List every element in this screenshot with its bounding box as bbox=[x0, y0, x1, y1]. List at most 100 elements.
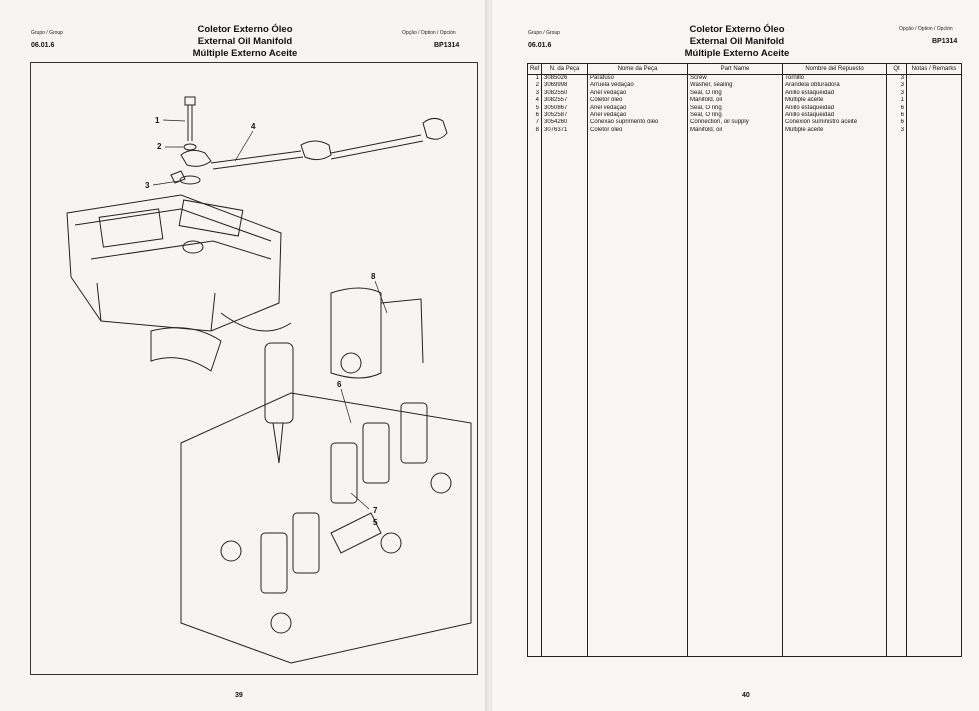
group-label: Grupo / Group bbox=[31, 30, 63, 36]
title-line-pt: Coletor Externo Óleo bbox=[197, 24, 293, 35]
left-page: Grupo / Group 06.01.6 Coletor Externo Ól… bbox=[0, 0, 485, 711]
cell-name-pt: Coletor óleo bbox=[587, 126, 688, 135]
page-title: Coletor Externo Óleo External Oil Manifo… bbox=[150, 24, 340, 60]
page-number: 40 bbox=[742, 692, 750, 699]
cell-qty: 3 bbox=[886, 126, 907, 135]
cell-name-en: Seal, O ring bbox=[687, 112, 783, 120]
col-header-part-number: N. da Peça bbox=[541, 63, 588, 75]
col-header-name-pt: Nome da Peça bbox=[587, 63, 688, 75]
table-row: 2 3069998 Arruela vedação Washer, sealin… bbox=[527, 82, 962, 90]
table-row: 7 3054260 Conexão suprimento óleo Connec… bbox=[527, 119, 962, 127]
page-number: 39 bbox=[235, 692, 243, 699]
title-line-es: Múltiple Externo Aceite bbox=[684, 48, 790, 59]
option-code: BP1314 bbox=[434, 42, 460, 49]
option-code: BP1314 bbox=[932, 38, 958, 45]
title-line-en: External Oil Manifold bbox=[689, 36, 785, 47]
callout-2: 2 bbox=[157, 142, 162, 151]
rail-connector bbox=[330, 287, 382, 379]
head-base bbox=[180, 392, 472, 664]
cell-name-en: Screw bbox=[687, 74, 783, 83]
cell-ref: 5 bbox=[527, 104, 542, 113]
cell-name-en: Manifold, oil bbox=[687, 97, 783, 105]
option-label: Opção / Option / Opción bbox=[402, 30, 456, 36]
exploded-diagram: 1 2 3 4 5 6 7 8 bbox=[30, 62, 478, 675]
cell-remarks bbox=[906, 112, 962, 120]
cell-name-en: Washer, sealing bbox=[687, 82, 783, 90]
group-label: Grupo / Group bbox=[528, 30, 560, 36]
table-row: 1 3085026 Parafuso Screw Tornillo 3 bbox=[527, 74, 962, 83]
manifold-bracket-2 bbox=[300, 140, 332, 161]
cell-remarks bbox=[906, 82, 962, 90]
cell-part-number: 3085026 bbox=[541, 74, 588, 83]
option-label: Opção / Option / Opción bbox=[899, 26, 953, 32]
table-row: 5 3050867 Anel vedação Seal, O ring Anil… bbox=[527, 104, 962, 113]
cell-part-number: 3050867 bbox=[541, 104, 588, 113]
cell-ref: 1 bbox=[527, 74, 542, 83]
callout-7: 7 bbox=[373, 506, 378, 515]
cell-qty: 1 bbox=[886, 97, 907, 105]
table-row: 4 3082557 Coletor óleo Manifold, oil Múl… bbox=[527, 97, 962, 105]
cell-name-es: Tornillo bbox=[782, 74, 887, 83]
callout-1: 1 bbox=[155, 116, 160, 125]
cell-remarks bbox=[906, 89, 962, 98]
page-title: Coletor Externo Óleo External Oil Manifo… bbox=[642, 24, 832, 60]
cell-part-number: 3069998 bbox=[541, 82, 588, 90]
cell-ref: 7 bbox=[527, 119, 542, 127]
cell-part-number: 3076371 bbox=[541, 126, 588, 135]
table-row: 8 3076371 Coletor óleo Manifold, oil Múl… bbox=[527, 126, 962, 135]
cell-qty: 3 bbox=[886, 82, 907, 90]
col-header-ref: Ref bbox=[527, 63, 542, 75]
engine-illustration: 1 2 3 4 5 6 7 8 bbox=[66, 96, 472, 664]
cell-name-es: Múltiple aceite bbox=[782, 126, 887, 135]
callout-6: 6 bbox=[337, 380, 342, 389]
cylinder-head bbox=[66, 194, 282, 332]
cell-ref: 8 bbox=[527, 126, 542, 135]
cell-part-number: 3082557 bbox=[541, 97, 588, 105]
cell-ref: 4 bbox=[527, 97, 542, 105]
title-line-en: External Oil Manifold bbox=[197, 36, 293, 47]
col-header-qty: Qt bbox=[886, 63, 907, 75]
cell-part-number: 3052587 bbox=[541, 112, 588, 120]
table-row: 6 3052587 Anel vedação Seal, O ring Anil… bbox=[527, 112, 962, 120]
oil-supply-connection bbox=[330, 512, 382, 554]
group-code: 06.01.6 bbox=[31, 42, 55, 49]
valve-springs bbox=[260, 402, 428, 594]
cell-name-es: Anillo estaqueidad bbox=[782, 89, 887, 98]
cell-qty: 3 bbox=[886, 89, 907, 98]
callout-8: 8 bbox=[371, 272, 376, 281]
table-header-row: Ref N. da Peça Nome da Peça Part Name No… bbox=[527, 63, 962, 75]
title-line-es: Múltiple Externo Aceite bbox=[192, 48, 298, 59]
bolt-head bbox=[184, 96, 196, 106]
cell-qty: 6 bbox=[886, 112, 907, 120]
manifold-bracket-1 bbox=[180, 149, 212, 167]
cell-qty: 6 bbox=[886, 104, 907, 113]
col-header-name-es: Nombre del Repuesto bbox=[782, 63, 887, 75]
injector-body bbox=[264, 342, 294, 424]
cell-ref: 3 bbox=[527, 89, 542, 98]
cell-name-es: Múltiple aceite bbox=[782, 97, 887, 105]
cell-name-pt: Conexão suprimento óleo bbox=[587, 119, 688, 127]
title-line-pt: Coletor Externo Óleo bbox=[689, 24, 785, 35]
cell-name-en: Seal, O ring bbox=[687, 104, 783, 113]
cell-ref: 2 bbox=[527, 82, 542, 90]
cell-remarks bbox=[906, 119, 962, 127]
cell-remarks bbox=[906, 126, 962, 135]
manifold-bracket-3 bbox=[422, 117, 448, 140]
cell-name-es: Anillo estaqueidad bbox=[782, 104, 887, 113]
table-empty-space bbox=[527, 134, 962, 658]
group-code: 06.01.6 bbox=[528, 42, 552, 49]
cell-name-es: Anillo estaqueidad bbox=[782, 112, 887, 120]
cell-name-pt: Anel vedação bbox=[587, 104, 688, 113]
cell-name-pt: Coletor óleo bbox=[587, 97, 688, 105]
parts-table: Ref N. da Peça Nome da Peça Part Name No… bbox=[527, 63, 962, 658]
o-ring bbox=[179, 175, 201, 185]
cell-name-pt: Anel vedação bbox=[587, 89, 688, 98]
cell-part-number: 3082550 bbox=[541, 89, 588, 98]
cell-remarks bbox=[906, 97, 962, 105]
cell-qty: 6 bbox=[886, 119, 907, 127]
cell-remarks bbox=[906, 74, 962, 83]
cell-name-pt: Parafuso bbox=[587, 74, 688, 83]
cell-remarks bbox=[906, 104, 962, 113]
callout-4: 4 bbox=[251, 122, 256, 131]
cell-name-es: Conexión suministro aceite bbox=[782, 119, 887, 127]
